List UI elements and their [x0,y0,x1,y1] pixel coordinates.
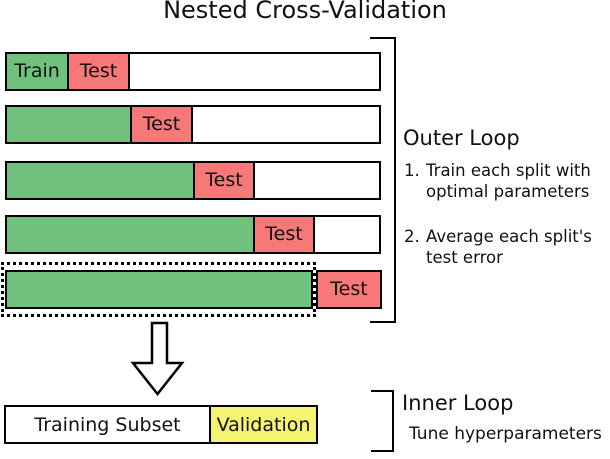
validation-segment: Validation [209,407,316,442]
train-segment [7,107,132,142]
outer-loop-item-2: 2. Average each split's test error [404,226,609,268]
final-split-bar: Training Subset Validation [4,405,318,444]
test-segment: Test [195,163,255,198]
cv-fold-row-2: Test [5,105,381,144]
cv-fold-row-1: Train Test [5,52,381,91]
item-number: 2. [404,227,420,246]
test-segment: Test [316,270,382,309]
training-subset-label: Training Subset [34,413,181,436]
test-label: Test [330,278,368,300]
item-text: Train each split with optimal parameters [426,161,591,201]
diagram-title: Nested Cross-Validation [163,0,447,24]
training-subset-segment: Training Subset [6,407,209,442]
test-label: Test [265,223,303,245]
test-label: Test [205,169,243,191]
train-segment: Train [7,54,69,89]
test-label: Test [142,113,181,135]
train-segment [5,270,313,309]
outer-loop-bracket [370,37,396,323]
outer-loop-heading: Outer Loop [403,126,520,150]
item-text: Average each split's test error [426,227,592,267]
train-segment [7,163,195,198]
outer-loop-item-1: 1. Train each split with optimal paramet… [404,160,609,202]
validation-label: Validation [216,413,311,436]
down-arrow-icon [130,321,185,397]
item-number: 1. [404,161,420,180]
cv-fold-row-3: Test [5,161,381,200]
test-segment: Test [69,54,130,89]
cv-fold-row-4: Test [5,215,381,254]
test-segment: Test [255,217,315,252]
train-segment [7,217,255,252]
inner-loop-heading: Inner Loop [402,391,514,415]
selected-fold-outline [1,262,316,317]
inner-loop-bracket [371,390,394,452]
train-label: Train [14,60,60,82]
inner-loop-subtext: Tune hyperparameters [409,424,602,444]
test-label: Test [79,60,118,82]
test-segment: Test [132,107,193,142]
